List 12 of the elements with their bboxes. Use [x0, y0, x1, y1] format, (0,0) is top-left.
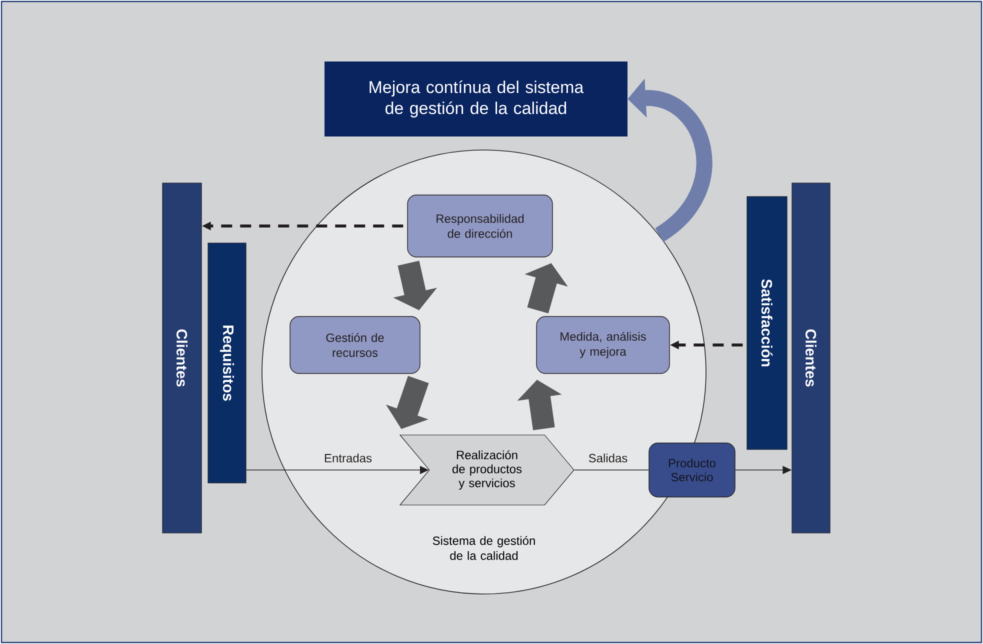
- process-box: Gestión de recursos: [290, 316, 420, 374]
- process-chevron: Realización de productos y servicios: [399, 434, 574, 506]
- edge-label: Salidas: [588, 454, 628, 462]
- vertical-bar: Clientes: [792, 182, 830, 534]
- vertical-bar: Clientes: [162, 182, 202, 534]
- vertical-bar: Requisitos: [208, 242, 246, 484]
- output-box: Producto Servicio: [648, 442, 736, 498]
- title-box: Mejora contínua del sistema de gestión de la calidad: [324, 62, 628, 136]
- process-box: Medida, análisis y mejora: [536, 316, 670, 374]
- process-box: Responsabilidad de dirección: [407, 194, 553, 258]
- edge-label: Entradas: [324, 454, 372, 462]
- vertical-bar: Satisfacción: [746, 196, 788, 450]
